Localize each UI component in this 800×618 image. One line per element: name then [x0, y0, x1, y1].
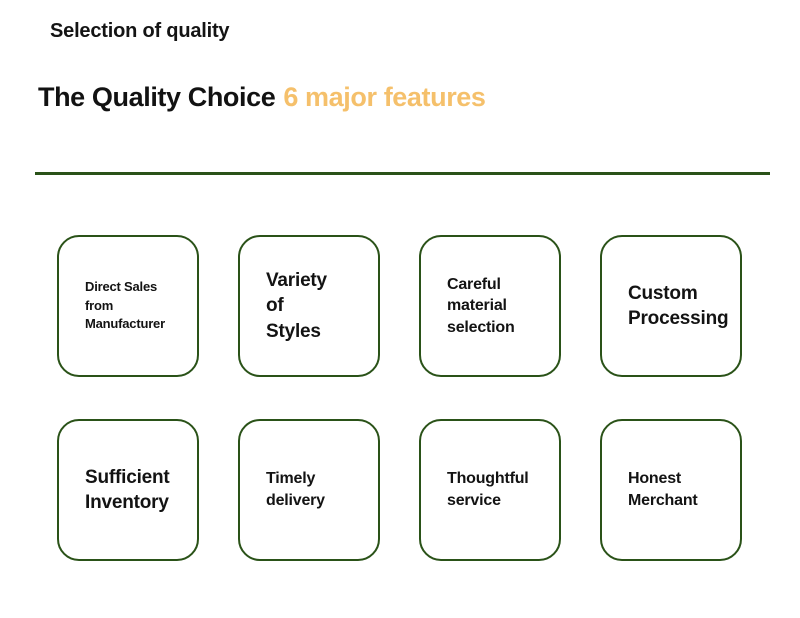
- feature-card-row-1: Direct Sales from Manufacturer Variety o…: [57, 235, 743, 377]
- feature-card-label: Variety of Styles: [266, 270, 327, 342]
- feature-card-label: Custom Processing: [628, 282, 729, 329]
- feature-card-grid: Direct Sales from Manufacturer Variety o…: [57, 235, 743, 561]
- feature-card-label: Honest Merchant: [628, 470, 698, 509]
- feature-card[interactable]: Variety of Styles: [238, 235, 380, 377]
- feature-card-row-2: Sufficient Inventory Timely delivery Tho…: [57, 419, 743, 561]
- feature-card-label: Careful material selection: [447, 275, 515, 336]
- feature-card[interactable]: Direct Sales from Manufacturer: [57, 235, 199, 377]
- feature-card[interactable]: Thoughtful service: [419, 419, 561, 561]
- feature-card[interactable]: Timely delivery: [238, 419, 380, 561]
- feature-card-label: Thoughtful service: [447, 470, 529, 509]
- feature-card[interactable]: Sufficient Inventory: [57, 419, 199, 561]
- feature-card-label: Timely delivery: [266, 470, 325, 509]
- feature-card[interactable]: Custom Processing: [600, 235, 742, 377]
- eyebrow-text: Selection of quality: [50, 20, 230, 42]
- feature-card-label: Sufficient Inventory: [85, 466, 170, 513]
- headline-main-text: The Quality Choice: [38, 82, 276, 112]
- feature-card[interactable]: Careful material selection: [419, 235, 561, 377]
- headline-accent-text: 6 major features: [283, 82, 486, 112]
- feature-card[interactable]: Honest Merchant: [600, 419, 742, 561]
- header-divider-rule: [35, 172, 770, 175]
- feature-card-label: Direct Sales from Manufacturer: [85, 278, 165, 332]
